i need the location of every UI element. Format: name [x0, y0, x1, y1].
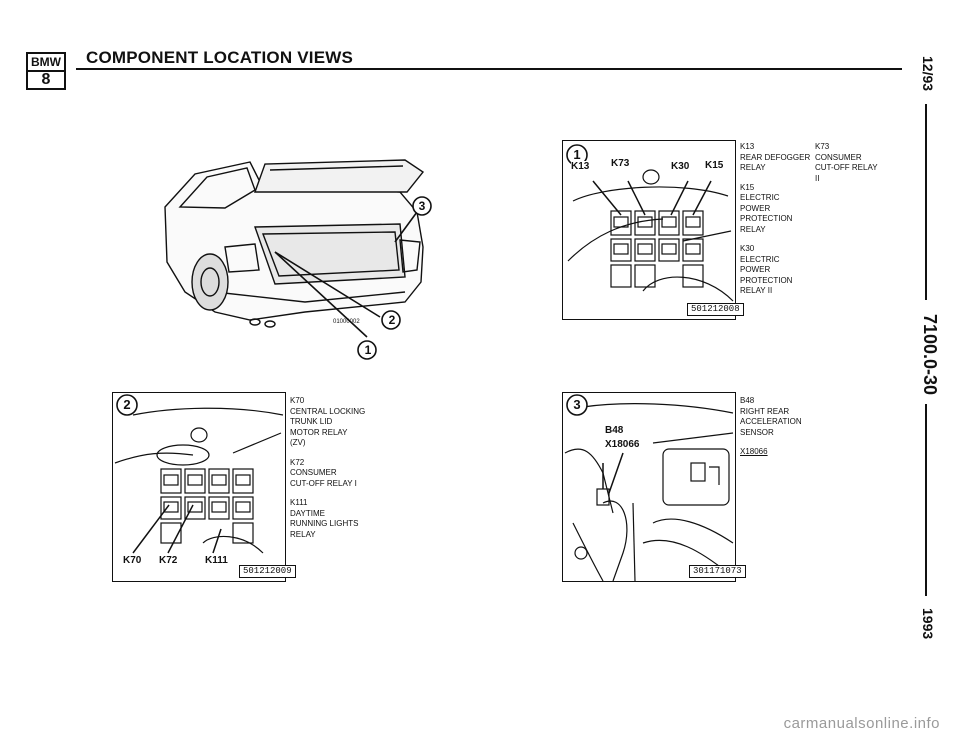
view2-label-k72: K72 [159, 555, 178, 566]
legend-code: K15 [740, 182, 755, 192]
logo-text-bottom: 8 [41, 71, 51, 88]
legend-desc-line: POWER [740, 203, 771, 213]
legend-desc-line: CONSUMER [290, 468, 337, 477]
view3-label-b48: B48 [605, 425, 624, 436]
legend-code: K73 [815, 142, 830, 151]
legend-desc-line: RIGHT REAR [740, 406, 790, 416]
legend-code: K30 [740, 244, 755, 253]
legend-code: B48 [740, 396, 755, 405]
car-overview-illustration [164, 159, 432, 360]
legend-desc-line: RUNNING LIGHTS [290, 519, 359, 528]
legend-desc-line: ELECTRIC [740, 254, 780, 264]
legend-desc-line: RELAY [290, 529, 316, 539]
legend-desc-line: II [815, 173, 820, 183]
watermark-text: carmanualsonline.info [783, 715, 940, 732]
legend-desc-line: TRUNK LID [290, 417, 333, 426]
legend-desc-line: CUT-OFF RELAY I [290, 478, 357, 488]
view1-label-k15: K15 [705, 160, 724, 171]
view1-label-k13: K13 [571, 161, 590, 172]
section-number: 7100.0-30 [920, 314, 940, 396]
legend-code: K70 [290, 396, 305, 405]
legend-item: B48 RIGHT REAR ACCELERATION SENSOR [740, 396, 802, 438]
view3-label-x18066: X18066 [605, 439, 640, 450]
view1-label-k73: K73 [611, 158, 630, 169]
view3-legend: B48 RIGHT REAR ACCELERATION SENSOR X1806… [740, 396, 802, 467]
legend-item: K72 CONSUMER CUT-OFF RELAY I [290, 458, 365, 490]
legend-code: K13 [740, 142, 755, 151]
view1-label-k30: K30 [671, 161, 690, 172]
legend-desc-line: ELECTRIC [740, 193, 780, 202]
view3-marker: 3 [573, 397, 581, 412]
legend-desc-line: POWER [740, 265, 771, 274]
legend-desc-line: MOTOR RELAY [290, 427, 348, 437]
view2-legend: K70 CENTRAL LOCKING TRUNK LID MOTOR RELA… [290, 396, 365, 549]
legend-code: K72 [290, 457, 305, 467]
margin-rule-1 [925, 104, 927, 300]
legend-item: X18066 [740, 447, 802, 458]
margin-rule-2 [925, 404, 927, 596]
overview-callout-3: 3 [418, 199, 426, 213]
legend-desc-line: CUT-OFF RELAY [815, 163, 878, 172]
overview-callout-2: 2 [388, 313, 396, 327]
overview-callout-1: 1 [364, 343, 372, 357]
view2-marker: 2 [123, 397, 131, 412]
view1-legend-col2: K73 CONSUMER CUT-OFF RELAY II [815, 142, 878, 193]
view1-panel: 1 K13 K73 K30 K15 501212008 [562, 140, 744, 320]
legend-item: K15 ELECTRIC POWER PROTECTION RELAY [740, 183, 810, 236]
bmw-logo: BMW 8 [26, 52, 66, 90]
view3-ref-number: 301171073 [689, 565, 746, 578]
view2-relay-illustration [114, 394, 284, 554]
view1-legend-col1: K13 REAR DEFOGGER RELAY K15 ELECTRIC POW… [740, 142, 810, 306]
view3-sensor-illustration [564, 394, 734, 582]
legend-desc-line: (ZV) [290, 438, 306, 447]
legend-item: K73 CONSUMER CUT-OFF RELAY II [815, 142, 878, 184]
legend-item: K70 CENTRAL LOCKING TRUNK LID MOTOR RELA… [290, 396, 365, 449]
view2-panel: 2 K70 K72 K111 501212009 [112, 392, 296, 582]
legend-code: X18066 [740, 447, 768, 456]
legend-desc-line: PROTECTION [740, 275, 793, 285]
legend-desc-line: RELAY II [740, 286, 773, 295]
view2-label-k70: K70 [123, 555, 142, 566]
overview-part-number: 01000002 [333, 319, 360, 325]
legend-desc-line: RELAY [740, 224, 766, 234]
view1-relay-illustration [566, 144, 734, 302]
view2-label-k111: K111 [205, 555, 228, 566]
logo-text-top: BMW [28, 54, 64, 72]
date-label: 12/93 [920, 56, 936, 92]
year-label: 1993 [920, 608, 936, 640]
view2-ref-number: 501212009 [239, 565, 296, 578]
legend-desc-line: CONSUMER [815, 152, 862, 162]
legend-desc-line: SENSOR [740, 427, 774, 437]
legend-item: K30 ELECTRIC POWER PROTECTION RELAY II [740, 244, 810, 297]
page-title: COMPONENT LOCATION VIEWS [86, 48, 354, 67]
legend-desc-line: CENTRAL LOCKING [290, 406, 366, 416]
legend-code: K111 [290, 498, 308, 507]
view3-panel: 3 B48 X18066 301171073 [562, 392, 746, 582]
legend-desc-line: REAR DEFOGGER [740, 152, 811, 162]
view1-ref-number: 501212008 [687, 303, 744, 316]
legend-desc-line: PROTECTION [740, 214, 793, 223]
legend-desc-line: ACCELERATION [740, 417, 802, 426]
view1-marker: 1 [573, 147, 581, 162]
legend-item: K111 DAYTIME RUNNING LIGHTS RELAY [290, 498, 365, 540]
legend-desc-line: DAYTIME [290, 508, 325, 518]
legend-desc-line: RELAY [740, 163, 766, 172]
legend-item: K13 REAR DEFOGGER RELAY [740, 142, 810, 174]
title-rule [76, 68, 902, 70]
